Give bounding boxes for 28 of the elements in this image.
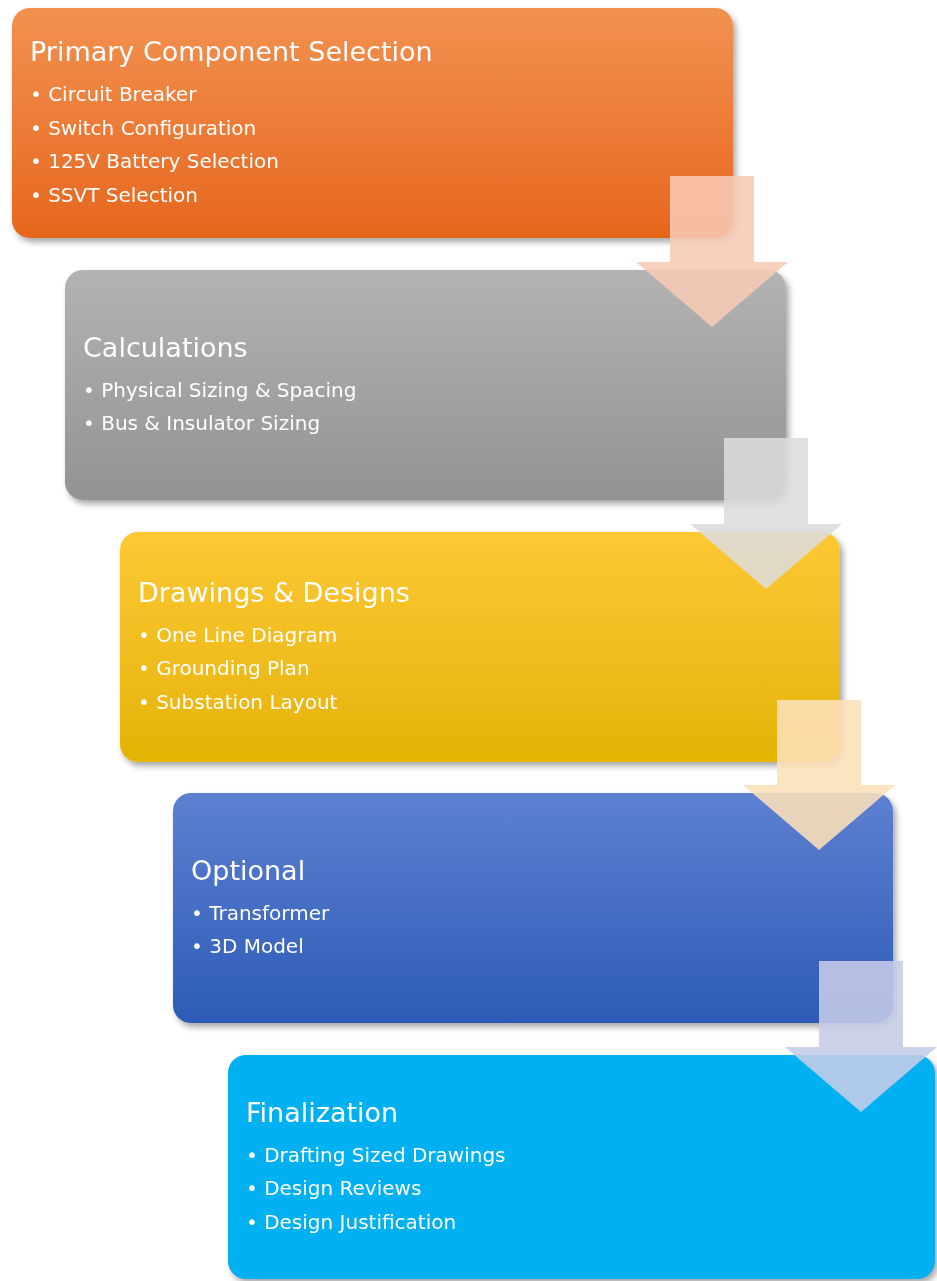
bullet-item: • Design Justification — [246, 1208, 457, 1236]
block-arrow — [785, 961, 937, 1112]
step-box — [173, 793, 893, 1023]
step-heading: Calculations — [83, 330, 248, 365]
step-heading: Primary Component Selection — [30, 35, 433, 69]
bullet-item: • One Line Diagram — [138, 621, 338, 649]
bullet-item: • Grounding Plan — [138, 655, 310, 683]
bullet-item: • Physical Sizing & Spacing — [83, 376, 357, 404]
step-heading: Drawings & Designs — [138, 575, 410, 610]
step-box — [120, 532, 840, 762]
bullet-item: • SSVT Selection — [30, 181, 198, 209]
step-heading: Optional — [191, 853, 306, 888]
step-heading: Finalization — [246, 1095, 399, 1130]
bullet-item: • 125V Battery Selection — [30, 148, 279, 175]
bullet-item: • Switch Configuration — [30, 114, 257, 142]
step-box — [65, 270, 786, 500]
bullet-item: • Bus & Insulator Sizing — [83, 410, 321, 437]
bullet-item: • Circuit Breaker — [30, 81, 197, 108]
block-arrow — [690, 438, 842, 589]
block-arrow — [743, 700, 895, 850]
bullet-item: • Transformer — [191, 899, 330, 927]
bullet-item: • Substation Layout — [138, 688, 338, 716]
step-box — [12, 8, 733, 238]
bullet-item: • Design Reviews — [246, 1175, 422, 1203]
block-arrow — [636, 176, 788, 327]
bullet-item: • Drafting Sized Drawings — [246, 1141, 506, 1169]
step-box — [228, 1055, 935, 1279]
bullet-item: • 3D Model — [191, 933, 304, 960]
